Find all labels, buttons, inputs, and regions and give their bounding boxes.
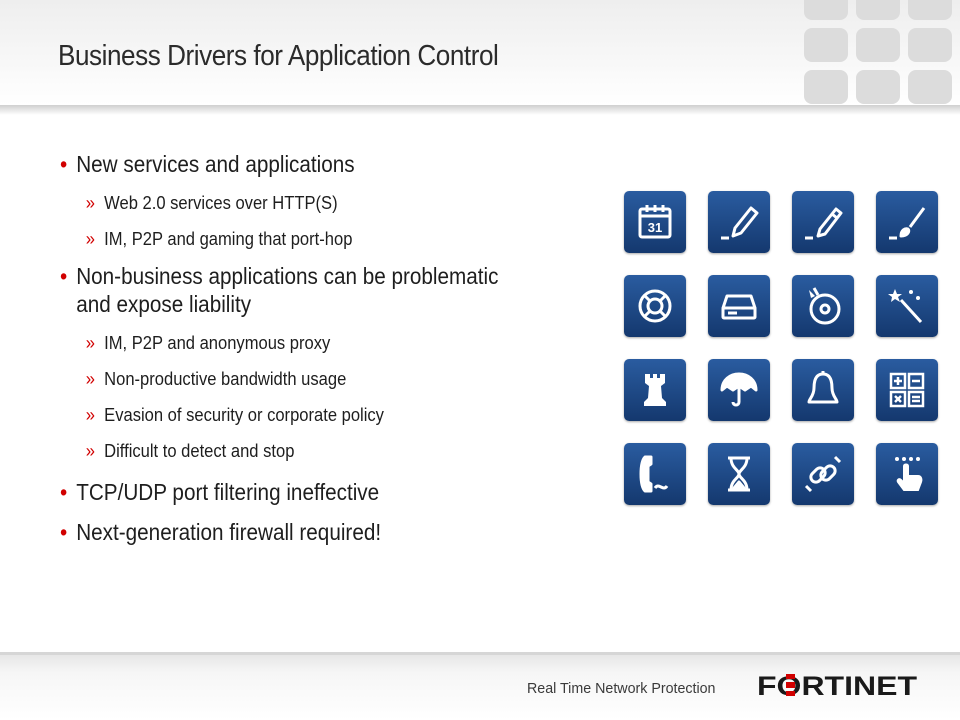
- logo-red-grid: [786, 674, 795, 696]
- slide-title: Business Drivers for Application Control: [58, 40, 499, 72]
- svg-text:31: 31: [648, 220, 662, 235]
- bullet-item: TCP/UDP port filtering ineffective: [60, 478, 528, 506]
- paintbrush-icon: [876, 191, 938, 253]
- sub-bullet-item: Web 2.0 services over HTTP(S): [60, 192, 538, 214]
- svg-text:FORTINET: FORTINET: [757, 671, 918, 700]
- disc-icon: [792, 275, 854, 337]
- sub-bullet-item: Evasion of security or corporate policy: [60, 404, 538, 426]
- header-band: [0, 0, 960, 105]
- lifebuoy-icon: [624, 275, 686, 337]
- calendar-icon: 31: [624, 191, 686, 253]
- footer-band: [0, 652, 960, 720]
- link-icon: [792, 443, 854, 505]
- hourglass-icon: [708, 443, 770, 505]
- bullet-item: New services and applications: [60, 150, 528, 178]
- title-divider: [0, 105, 960, 115]
- fortinet-logo: FORTINET: [757, 671, 918, 700]
- bell-icon: [792, 359, 854, 421]
- sub-bullet-item: IM, P2P and gaming that port-hop: [60, 228, 538, 250]
- calculator-icon: [876, 359, 938, 421]
- bullet-list: New services and applications Web 2.0 se…: [60, 140, 580, 546]
- touch-hand-icon: [876, 443, 938, 505]
- icon-grid: 31: [624, 191, 940, 505]
- telephone-icon: [624, 443, 686, 505]
- footer-tagline: Real Time Network Protection: [527, 680, 716, 697]
- umbrella-icon: [708, 359, 770, 421]
- pencil-icon: [708, 191, 770, 253]
- bullet-item: Non-business applications can be problem…: [60, 262, 528, 318]
- chess-rook-icon: [624, 359, 686, 421]
- sub-bullet-item: Difficult to detect and stop: [60, 440, 538, 462]
- footer-divider: [0, 652, 960, 655]
- magic-wand-icon: [876, 275, 938, 337]
- bullet-item: Next-generation firewall required!: [60, 518, 528, 546]
- sub-bullet-item: IM, P2P and anonymous proxy: [60, 332, 538, 354]
- decorative-grid: [800, 0, 960, 104]
- sub-bullet-item: Non-productive bandwidth usage: [60, 368, 538, 390]
- pen-icon: [792, 191, 854, 253]
- hard-drive-icon: [708, 275, 770, 337]
